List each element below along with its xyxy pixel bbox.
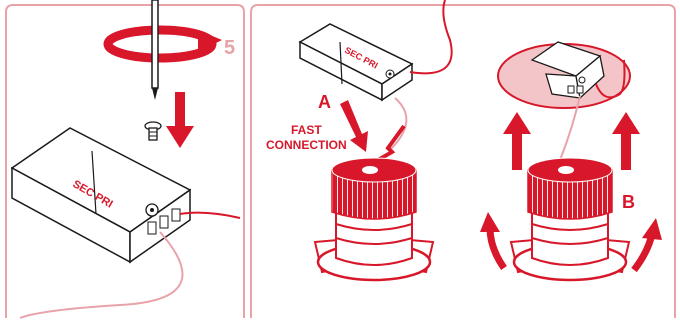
fast-connection-line2: CONNECTION [266, 138, 347, 152]
fast-connection-line1: FAST [291, 123, 322, 137]
screwdriver-icon [152, 0, 158, 100]
connector [378, 126, 404, 160]
step-number: 5 [224, 37, 235, 59]
down-arrow-icon [166, 92, 194, 148]
luminaire-a [315, 158, 433, 280]
panel-step-1: 5 SEC PRI [6, 0, 244, 318]
curved-arrow-icon [634, 218, 662, 270]
label-a: A [318, 92, 331, 112]
curved-arrow-icon [480, 212, 504, 268]
luminaire-b [511, 158, 629, 280]
rotate-arrow-icon [108, 30, 222, 58]
panel-step-2: SEC PRI A FAST CONNECTION [251, 0, 675, 318]
up-arrow-icon [612, 112, 640, 170]
driver-box-a [300, 24, 412, 100]
up-arrow-icon [503, 112, 531, 170]
label-b: B [622, 192, 635, 212]
cable-red-a [410, 0, 452, 73]
screw-icon [145, 122, 161, 140]
